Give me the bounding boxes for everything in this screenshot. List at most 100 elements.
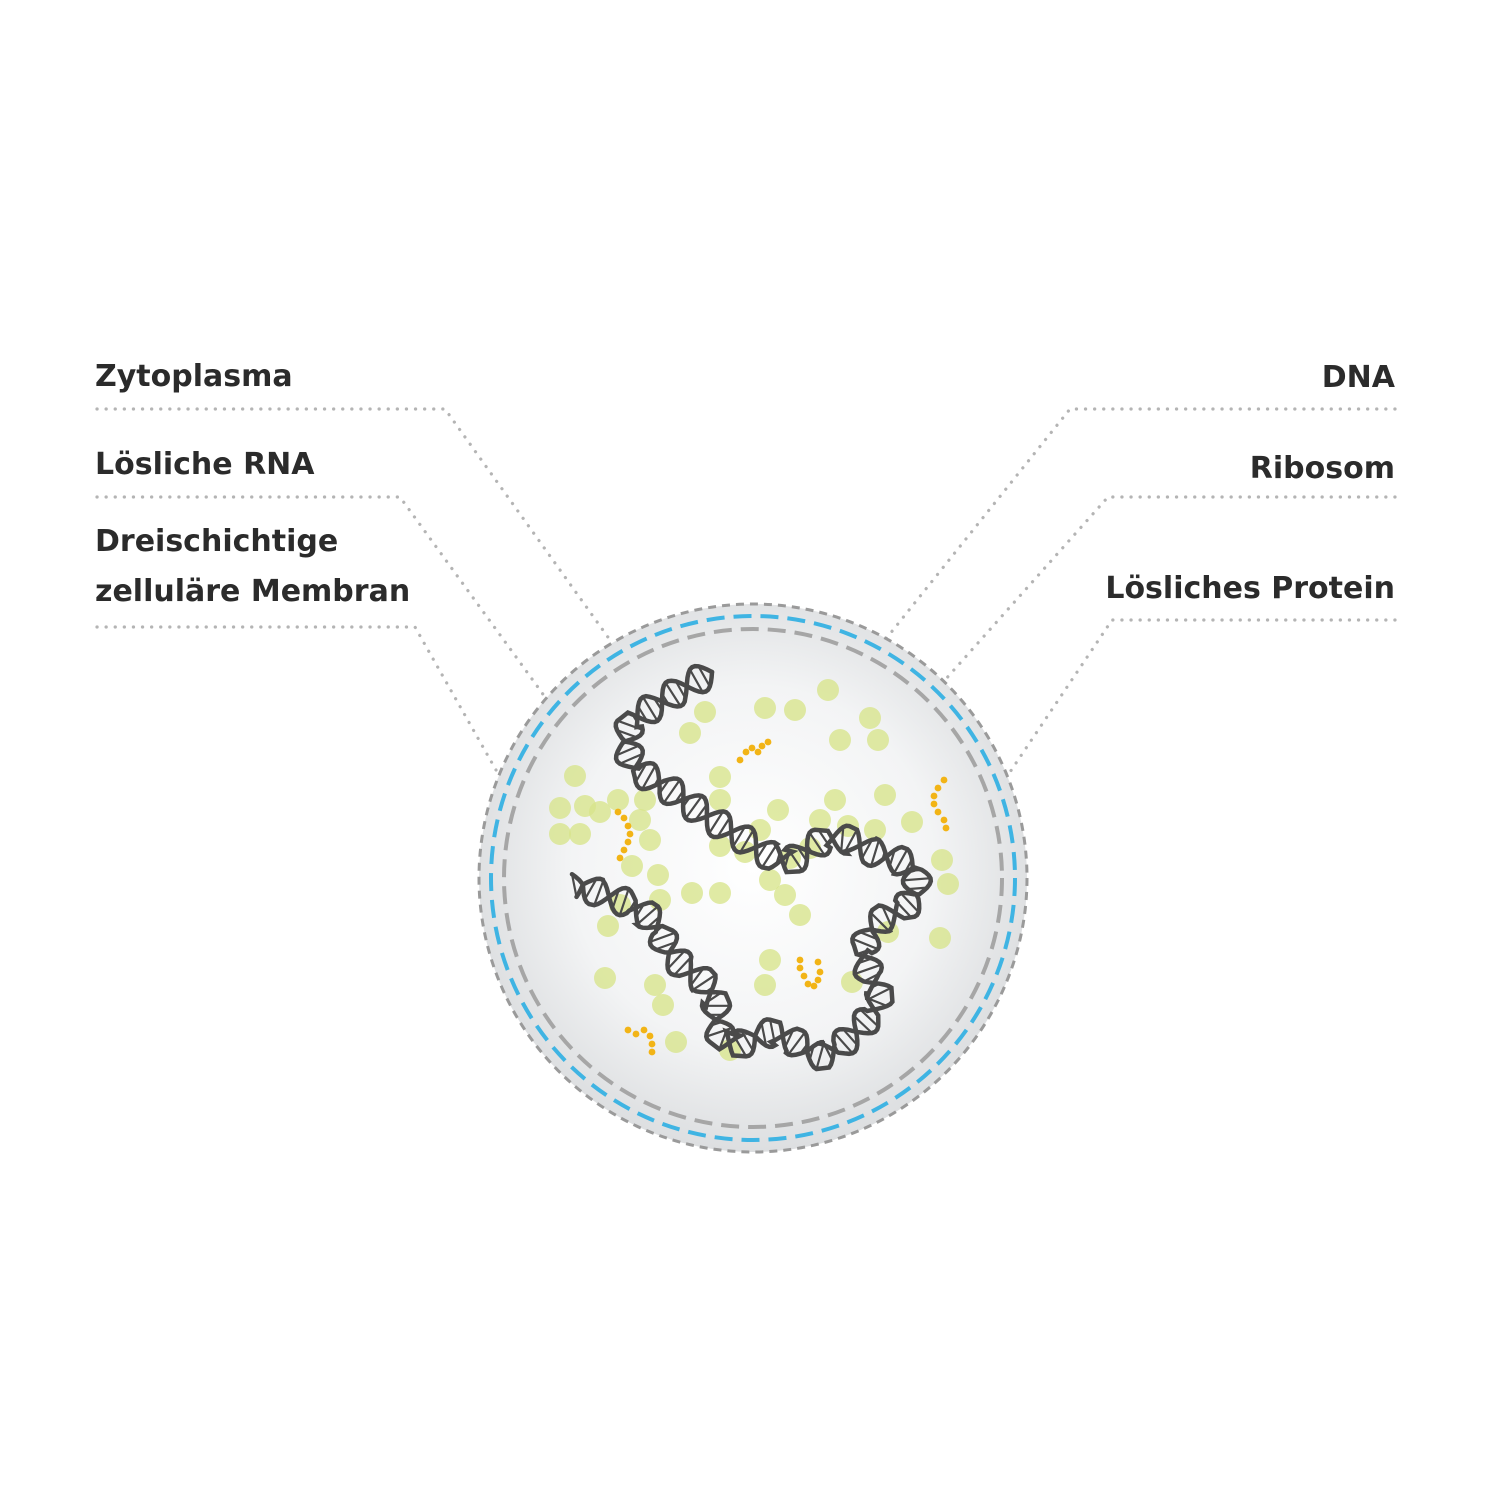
dna-base-pair xyxy=(641,695,659,723)
protein-chain-icon xyxy=(796,956,824,990)
protein-bead xyxy=(614,808,622,816)
dna-base-pair xyxy=(618,887,630,917)
protein-bead xyxy=(620,814,628,822)
protein-bead xyxy=(616,854,624,862)
membrane-outer-layer xyxy=(477,602,1029,1154)
protein-chain-icon xyxy=(736,738,772,764)
protein-bead xyxy=(814,958,822,966)
protein-bead xyxy=(764,738,772,746)
protein-bead xyxy=(646,1032,654,1040)
protein-bead xyxy=(736,756,744,764)
ribosome-dot-icon xyxy=(597,915,619,937)
ribosome-dot-icon xyxy=(629,809,651,831)
dna-base-pair xyxy=(697,665,711,688)
ribosome-dot-icon xyxy=(665,1031,687,1053)
protein-bead xyxy=(648,1040,656,1048)
dna-base-pair xyxy=(869,911,891,933)
ribosome-dot-icon xyxy=(841,971,863,993)
ribosome-dot-icon xyxy=(679,722,701,744)
protein-bead xyxy=(626,830,634,838)
ribosome-dot-icon xyxy=(789,904,811,926)
ribosome-dot-icon xyxy=(901,811,923,833)
ribosome-dot-icon xyxy=(864,819,886,841)
dna-base-pair xyxy=(869,838,881,867)
ribosome-dot-icon xyxy=(549,797,571,819)
dna-base-pair xyxy=(840,825,845,853)
dna-base-pair xyxy=(833,1031,854,1055)
label-cytoplasm: Zytoplasma xyxy=(95,359,293,394)
dna-base-pair xyxy=(666,949,686,970)
ribosome-dot-icon xyxy=(644,974,666,996)
ribosome-dot-icon xyxy=(709,882,731,904)
label-membrane-line1: Dreischichtige xyxy=(95,524,339,559)
protein-chain-group xyxy=(614,738,950,1056)
protein-bead xyxy=(814,976,822,984)
dna-base-pair xyxy=(859,1008,880,1028)
ribosome-dot-icon xyxy=(589,801,611,823)
ribosome-dot-icon xyxy=(639,829,661,851)
dna-base-pair xyxy=(866,986,893,1001)
ribosome-dot-icon xyxy=(709,766,731,788)
dna-base-pair xyxy=(787,1031,807,1056)
dna-base-pair xyxy=(618,752,644,765)
protein-bead xyxy=(796,964,804,972)
double-helix-icon xyxy=(569,663,934,1072)
dna-base-pair xyxy=(648,931,677,944)
ribosome-dot-icon xyxy=(929,927,951,949)
ribosome-dot-icon xyxy=(867,729,889,751)
dna-strand-b xyxy=(574,669,934,1072)
protein-bead xyxy=(810,982,818,990)
label-ribosome: Ribosom xyxy=(1249,451,1395,486)
protein-bead xyxy=(800,972,808,980)
ribosome-dot-icon xyxy=(564,765,586,787)
dna-base-pair xyxy=(852,1014,874,1035)
ribosome-dot-icon xyxy=(784,699,806,721)
ribosome-dot-icon xyxy=(647,864,669,886)
ribosome-dot-icon xyxy=(937,873,959,895)
ribosome-dot-icon xyxy=(754,974,776,996)
leader-cytoplasm xyxy=(95,407,612,642)
ribosome-dot-icon xyxy=(634,789,656,811)
label-dna: DNA xyxy=(1321,360,1395,395)
protein-bead xyxy=(804,980,812,988)
dna-base-pair xyxy=(615,728,639,739)
ribosome-dot-icon xyxy=(809,809,831,831)
label-soluble-rna: Lösliche RNA xyxy=(95,447,315,482)
dna-base-pair xyxy=(641,764,657,791)
protein-bead xyxy=(748,744,756,752)
ribosome-dot-icon xyxy=(754,697,776,719)
ribosome-dot-icon xyxy=(759,869,781,891)
dna-base-pair xyxy=(664,681,682,708)
cell-circle-icon xyxy=(477,602,1029,1154)
ribosome-dot-icon xyxy=(694,701,716,723)
dna-base-pair xyxy=(901,877,932,882)
dna-base-pair xyxy=(760,842,779,869)
dna-base-pair xyxy=(570,873,578,899)
protein-bead xyxy=(624,838,632,846)
ribosome-dot-icon xyxy=(709,835,731,857)
dna-base-pair xyxy=(705,1026,734,1038)
dna-strand-a xyxy=(569,663,922,1059)
dna-base-pair xyxy=(662,778,681,805)
dna-base-pair xyxy=(881,904,893,929)
dna-base-pair xyxy=(583,877,598,901)
dna-base-pair xyxy=(860,838,874,860)
ribosome-dot-icon xyxy=(874,784,896,806)
dna-base-pair xyxy=(673,955,693,977)
protein-bead xyxy=(796,956,804,964)
ribosome-dot-icon xyxy=(607,789,629,811)
ribosome-group xyxy=(549,679,959,1061)
protein-bead xyxy=(648,1048,656,1056)
protein-bead xyxy=(930,800,938,808)
dna-base-pair xyxy=(615,744,641,757)
dna-base-pair xyxy=(654,940,677,951)
leader-membrane xyxy=(95,625,498,772)
ribosome-dot-icon xyxy=(774,884,796,906)
protein-bead xyxy=(934,784,942,792)
protein-bead xyxy=(816,968,824,976)
dna-base-pair xyxy=(844,828,859,853)
ribosome-dot-icon xyxy=(681,882,703,904)
protein-bead xyxy=(754,748,762,756)
